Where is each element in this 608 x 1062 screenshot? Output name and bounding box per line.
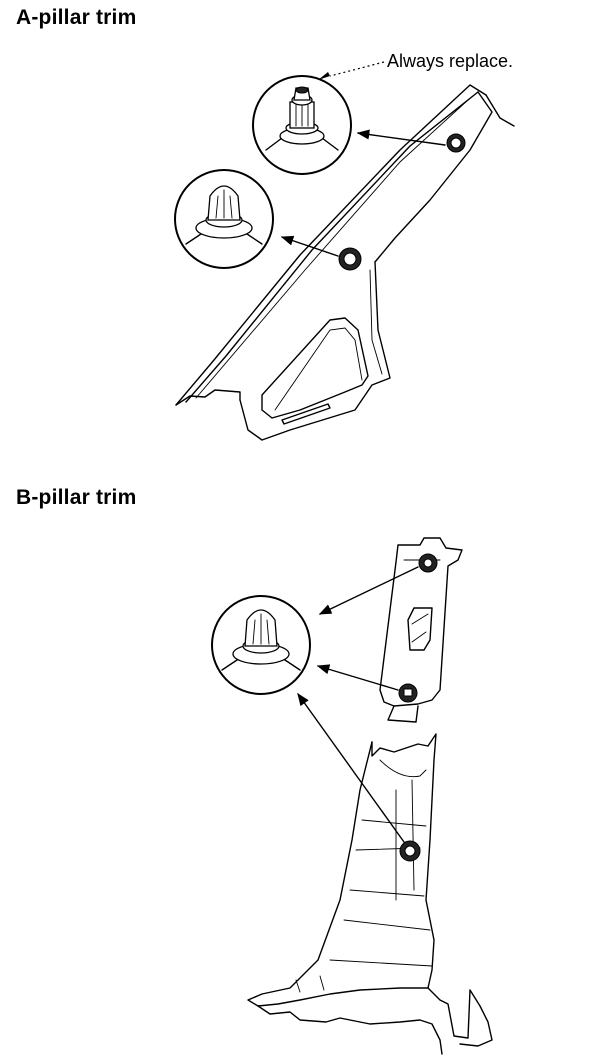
b-pillar-top-clip-arrow [318,566,419,615]
b-pillar-upper-trim-panel [379,537,463,723]
b-pillar-lower-trim-panel [247,733,493,1055]
a-pillar-lower-clip-detail [174,169,274,269]
a-pillar-upper-clip-arrow [356,129,446,146]
b-pillar-trim-heading: B-pillar trim [16,486,137,509]
a-pillar-trim-panel [175,84,515,441]
always-replace-callout: Always replace. [387,51,514,71]
b-pillar-clip-mount-top [418,553,438,573]
always-replace-leader-arrowhead [318,72,330,80]
b-pillar-clip-mount-lower [399,840,421,862]
a-pillar-trim-heading: A-pillar trim [16,6,137,29]
b-pillar-clip-detail [211,595,311,695]
b-pillar-middle-clip-arrow [316,664,399,691]
a-pillar-lower-clip-arrow [280,235,339,257]
a-pillar-clip-mount-upper [446,133,466,153]
b-pillar-lower-clip-arrow [297,692,405,843]
a-pillar-upper-clip-detail [252,75,352,175]
b-pillar-clip-mount-middle [398,683,418,703]
always-replace-leader-line [329,61,385,77]
a-pillar-clip-mount-lower [338,247,362,271]
